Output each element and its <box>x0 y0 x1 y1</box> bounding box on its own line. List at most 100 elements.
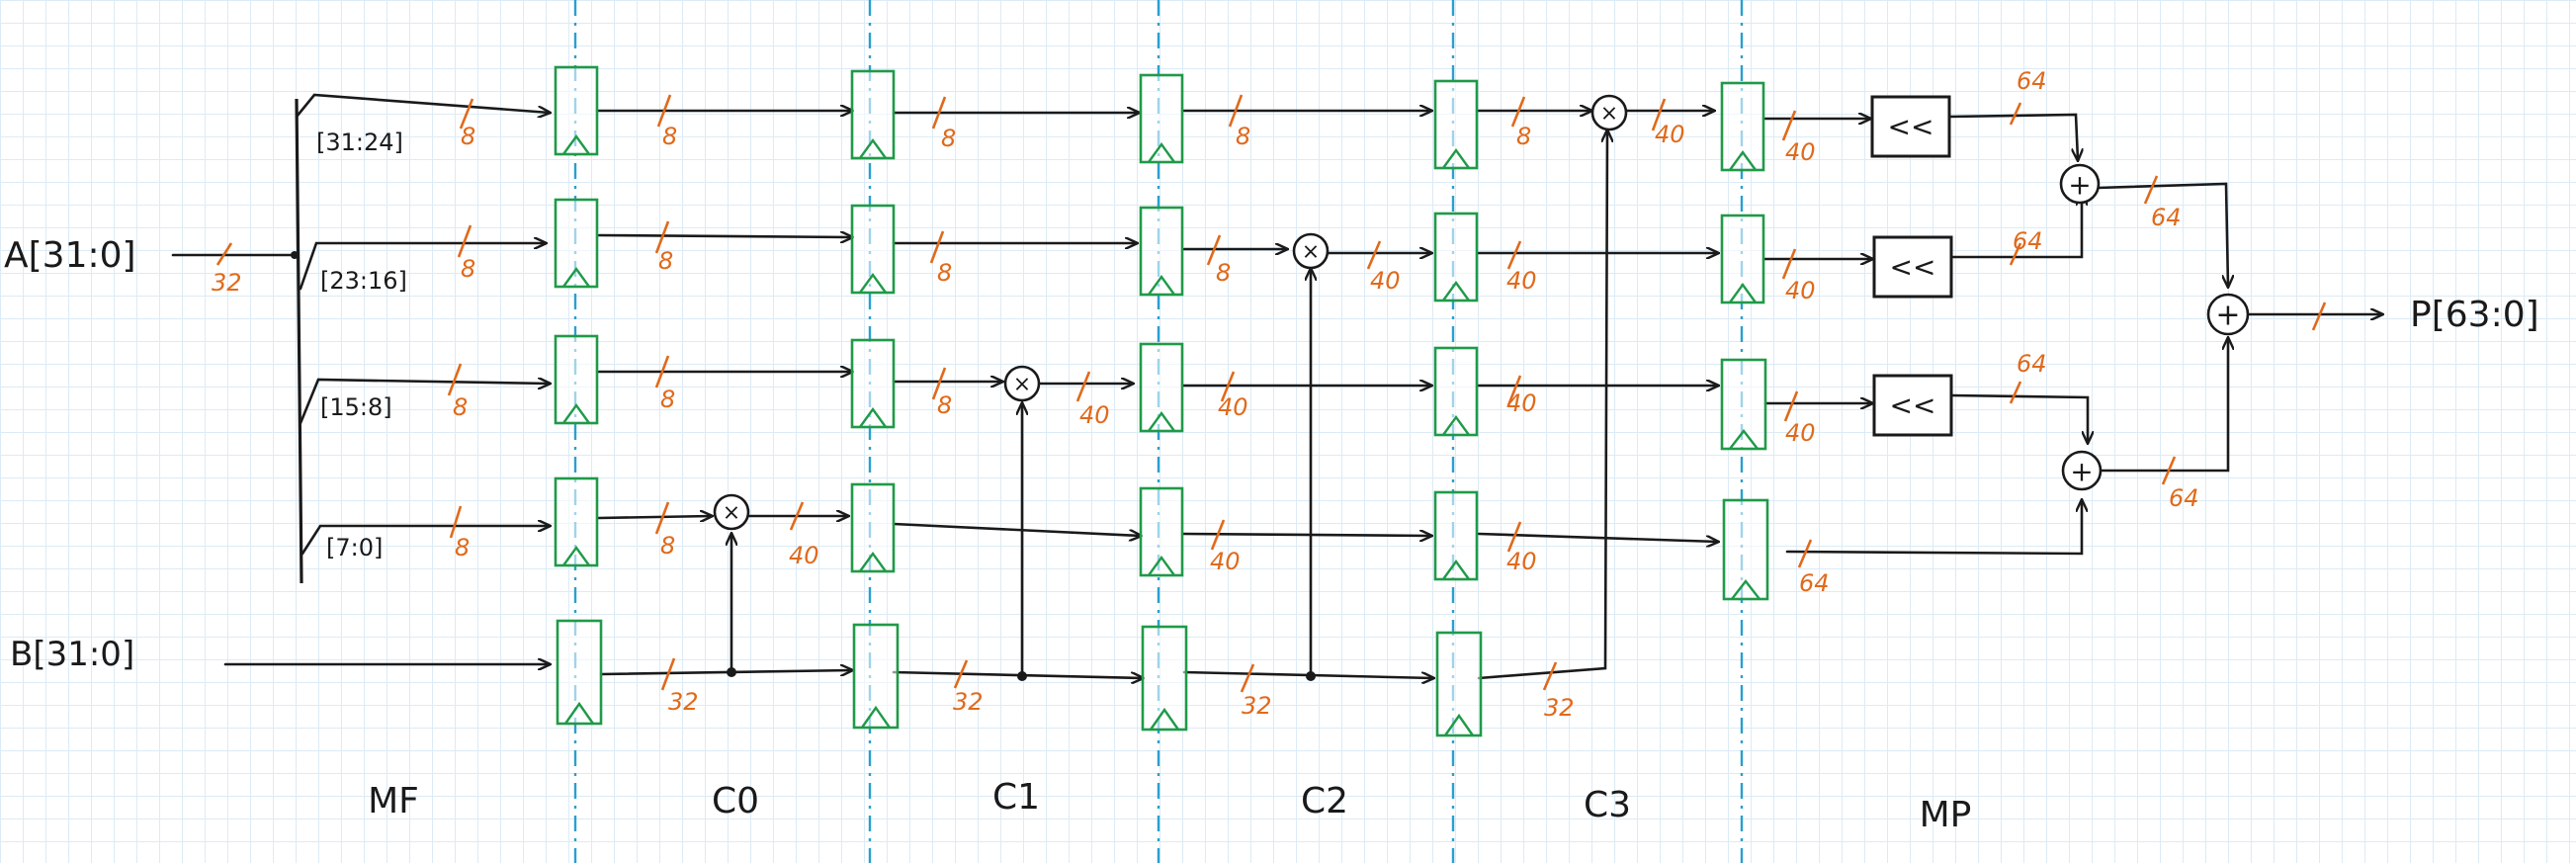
svg-text:+: + <box>2070 456 2093 488</box>
stage-labels: MF C0 C1 C2 C3 MP <box>368 777 1971 835</box>
svg-text:64: 64 <box>1799 569 1830 597</box>
register <box>850 338 896 429</box>
output-p-label: P[63:0] <box>2410 295 2539 335</box>
register <box>852 623 900 730</box>
svg-text:+: + <box>2068 169 2091 202</box>
input-a-bus <box>171 93 550 584</box>
register <box>1720 81 1765 172</box>
register <box>554 198 599 289</box>
svg-text:40: 40 <box>1506 267 1537 295</box>
svg-text:40: 40 <box>1210 548 1241 575</box>
bus-width-mark <box>2311 302 2327 331</box>
register <box>850 69 896 160</box>
register <box>850 482 896 573</box>
bus-width-mark: 8 <box>459 98 475 150</box>
bus-width-mark: 8 <box>929 230 952 287</box>
svg-text:<<: << <box>1890 389 1936 422</box>
adder: + <box>2206 293 2250 336</box>
register <box>1139 486 1184 577</box>
bus-width-mark: 8 <box>1206 234 1231 287</box>
bus-width-mark: 40 <box>1218 371 1248 421</box>
svg-text:8: 8 <box>461 123 475 150</box>
bus-width-mark: 8 <box>931 96 956 152</box>
svg-text:×: × <box>1600 102 1618 127</box>
svg-text:×: × <box>1302 240 1320 265</box>
register <box>1433 212 1479 302</box>
bus-width-mark: 8 <box>1510 96 1531 150</box>
register <box>1720 358 1767 451</box>
svg-text:40: 40 <box>1785 138 1816 166</box>
svg-text:40: 40 <box>1506 548 1537 575</box>
svg-text:×: × <box>723 501 740 526</box>
register <box>1722 498 1769 601</box>
multiplier: × <box>1003 365 1041 402</box>
svg-text:64: 64 <box>2017 350 2047 378</box>
adder: + <box>2061 450 2103 491</box>
bus-width-mark: 8 <box>457 224 475 283</box>
slice-label: [15:8] <box>320 393 392 421</box>
register <box>1139 206 1184 297</box>
bus-width-mark: 32 <box>1542 661 1575 722</box>
bus-width-mark: 8 <box>447 363 468 421</box>
bus-width-mark: 40 <box>1506 375 1537 417</box>
data-wires <box>595 111 2382 681</box>
bus-width-mark: 64 <box>2009 350 2047 404</box>
svg-text:8: 8 <box>455 534 470 561</box>
bus-width-mark: 40 <box>1506 521 1537 575</box>
svg-text:40: 40 <box>1785 277 1816 304</box>
register <box>1433 79 1479 170</box>
slice-label: [31:24] <box>316 129 403 156</box>
svg-text:8: 8 <box>1216 259 1231 287</box>
bus-width-mark: 8 <box>654 355 675 413</box>
multiplier: × <box>1292 232 1330 270</box>
bus-width-mark: 40 <box>1783 390 1816 447</box>
bus-width-mark: 32 <box>953 659 984 716</box>
bus-width-mark: 8 <box>931 367 952 419</box>
bus-width-mark: 40 <box>1366 240 1401 295</box>
input-b-label: B[31:0] <box>10 635 134 674</box>
register <box>554 334 599 425</box>
bus-width-mark: 40 <box>789 501 819 569</box>
bus-width-mark: 64 <box>2161 456 2199 512</box>
svg-text:64: 64 <box>2151 204 2182 231</box>
svg-text:32: 32 <box>1544 694 1575 722</box>
pipeline-registers <box>554 65 1769 737</box>
svg-text:<<: << <box>1888 111 1934 143</box>
shifter: << <box>1872 374 1953 437</box>
register <box>1139 342 1184 433</box>
stage-label-mp: MP <box>1920 795 1972 835</box>
bus-width-mark: 64 <box>1797 539 1830 597</box>
bus-width-annotations: 32 8 8 8 8 8 8 8 8 32 8 8 8 40 32 8 8 40… <box>212 67 2327 722</box>
bus-width-mark: 40 <box>1781 110 1816 166</box>
svg-text:40: 40 <box>1506 389 1537 417</box>
svg-text:×: × <box>1013 373 1031 397</box>
stage-label-mf: MF <box>368 781 419 821</box>
bus-width-mark: 8 <box>1228 94 1250 150</box>
svg-text:8: 8 <box>660 386 675 413</box>
bus-width-mark: 40 <box>1506 240 1537 295</box>
svg-text:32: 32 <box>668 688 699 716</box>
bus-width-mark: 8 <box>449 505 470 561</box>
slice-label: [23:16] <box>320 267 407 295</box>
svg-text:40: 40 <box>1218 393 1248 421</box>
svg-text:8: 8 <box>1236 123 1250 150</box>
register <box>850 204 896 295</box>
svg-text:32: 32 <box>953 688 984 716</box>
multiplier: × <box>713 493 750 531</box>
svg-text:64: 64 <box>2017 67 2047 95</box>
stage-label-c0: C0 <box>712 781 759 821</box>
bus-width-mark: 40 <box>1651 98 1685 148</box>
bus-width-mark: 32 <box>660 657 699 716</box>
bus-width-mark: 32 <box>1240 663 1272 720</box>
stage-label-c1: C1 <box>992 777 1040 818</box>
svg-text:8: 8 <box>937 391 952 419</box>
bus-width-mark: 40 <box>1210 519 1241 575</box>
svg-text:+: + <box>2215 299 2240 333</box>
svg-text:64: 64 <box>2169 484 2199 512</box>
register <box>1720 214 1765 304</box>
bus-width-mark: 64 <box>2143 175 2182 231</box>
bus-width-mark: 64 <box>2009 67 2047 126</box>
svg-text:8: 8 <box>461 255 475 283</box>
bus-width-mark: 40 <box>1781 248 1816 304</box>
